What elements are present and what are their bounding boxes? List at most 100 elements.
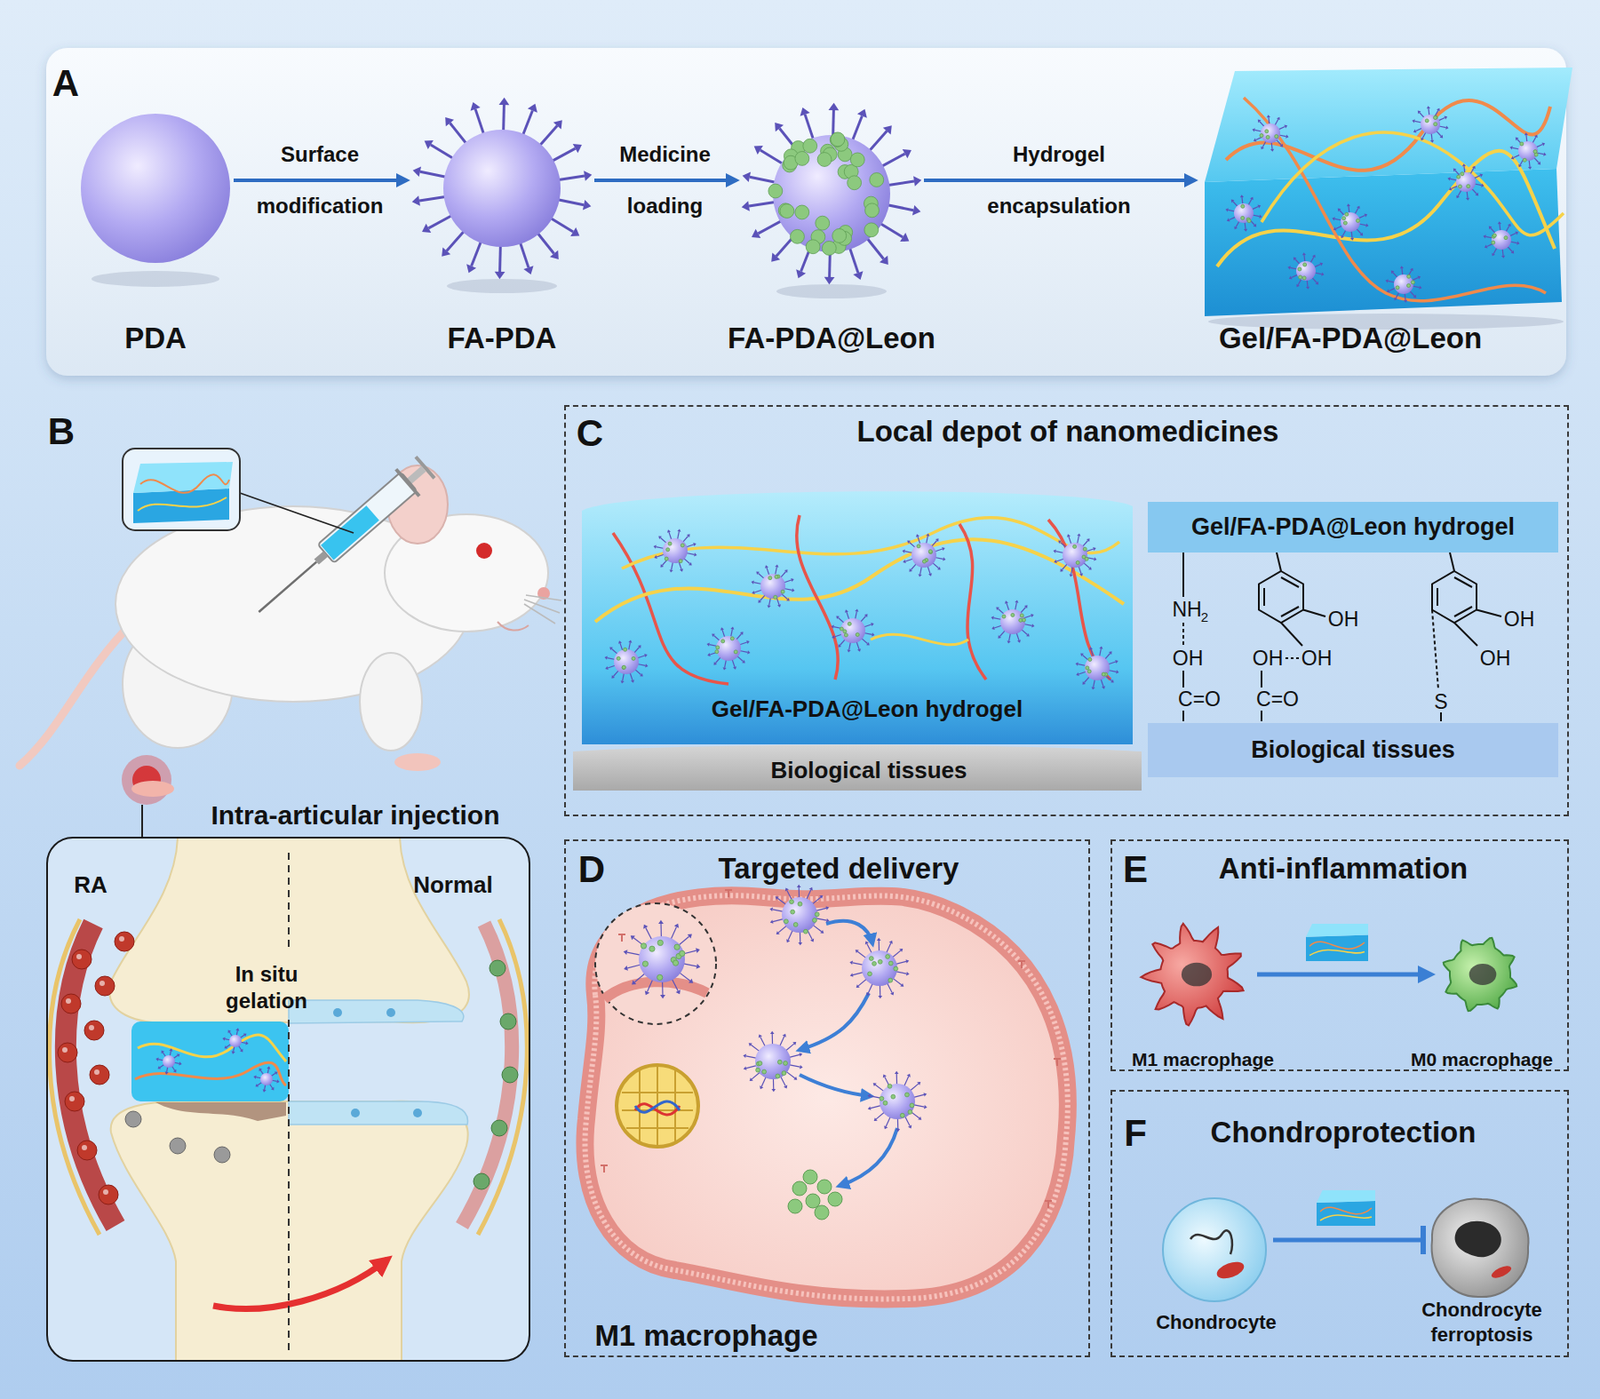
nanoparticle [1312, 277, 1317, 283]
nanoparticle [1004, 600, 1009, 605]
nanoparticle [1364, 214, 1369, 218]
nanoparticle [494, 271, 506, 280]
nanoparticle [1000, 609, 1026, 635]
nanoparticle [904, 551, 913, 554]
nanoparticle [664, 557, 669, 561]
nanoparticle [780, 572, 786, 579]
nanoparticle [720, 627, 725, 631]
nanoparticle [934, 557, 943, 560]
nanoparticle [1241, 215, 1245, 220]
macrophage-icon [1443, 938, 1517, 1011]
nanoparticle [1297, 278, 1302, 286]
nanoparticle [888, 961, 893, 966]
nanoparticle [269, 1083, 272, 1089]
nanoparticle [611, 675, 615, 679]
nanoparticle [1418, 286, 1422, 290]
nanoparticle [796, 269, 806, 279]
nanoparticle [1409, 290, 1415, 296]
panel-caption: Intra-articular injection [210, 800, 500, 832]
nanoparticle [883, 1100, 888, 1106]
nanoparticle [839, 627, 844, 631]
nanoparticle [1438, 118, 1445, 121]
nanoparticle [905, 558, 914, 562]
hydrogel-icon [1316, 1201, 1376, 1226]
nanoparticle [908, 568, 913, 573]
nanoparticle [902, 559, 907, 564]
panel-box: CLocal depot of nanomedicinesGel/FA-PDA@… [564, 405, 1569, 817]
nanoparticle [1303, 262, 1307, 267]
nanoparticle [226, 1043, 231, 1047]
nanoparticle [1482, 221, 1520, 259]
nanoparticle [1433, 115, 1438, 120]
macrophage-cell [839, 1128, 898, 1187]
nanoparticle [1413, 294, 1417, 299]
chemical-bonds [1281, 622, 1303, 646]
nanoparticle [631, 656, 636, 661]
nanoparticle [927, 565, 931, 574]
nanoparticle [1092, 547, 1097, 551]
nanoparticle [759, 594, 765, 601]
nanoparticle [786, 597, 790, 602]
hydrogel-icon [1309, 949, 1365, 956]
nanoparticle [527, 103, 538, 113]
cell-dots [98, 1185, 119, 1205]
cell-dots [119, 936, 125, 942]
cell-dots [77, 1140, 97, 1161]
chem-label: OH [1172, 646, 1204, 670]
nanoparticle [1251, 114, 1289, 152]
nanoparticle [1395, 286, 1400, 290]
nanoparticle [1488, 226, 1493, 231]
nanoparticle [777, 604, 781, 608]
nanoparticle [758, 1034, 763, 1038]
nanoparticle [1253, 223, 1258, 228]
nanoparticle [1100, 678, 1104, 687]
hydrogel-depot [612, 533, 729, 685]
nanoparticle [1532, 136, 1537, 144]
nanoparticle [1493, 247, 1497, 255]
rat [476, 542, 493, 559]
hydrogel-icon [1305, 935, 1369, 962]
cell-label: M1 macrophage [1131, 1049, 1274, 1071]
nanoparticle [739, 651, 748, 653]
nanoparticle [666, 548, 670, 552]
bar-label: Biological tissues [1250, 736, 1456, 765]
nanoparticle [1491, 240, 1496, 245]
nanoparticle [1411, 278, 1418, 281]
nanoparticle [623, 647, 628, 652]
nanoparticle [155, 1048, 182, 1075]
nanoparticle [573, 143, 582, 153]
nanoparticle [658, 535, 662, 540]
nanoparticle [854, 608, 859, 612]
nanoparticle [1403, 300, 1408, 303]
syringe [318, 471, 418, 563]
nanoparticle [874, 1117, 878, 1122]
nanoparticle [872, 961, 877, 966]
nanoparticle [796, 884, 802, 888]
nanoparticle [770, 1031, 775, 1035]
nanoparticle [925, 533, 930, 536]
inset-hydrogel [239, 493, 354, 534]
side-label: Normal [413, 872, 494, 900]
nanoparticle [883, 1125, 888, 1130]
nanoparticle [770, 919, 774, 924]
nanoparticle [1436, 130, 1441, 136]
nanoparticle [879, 1096, 884, 1101]
nanoparticle [905, 959, 909, 964]
joint-illustration [288, 1101, 469, 1125]
nanoparticle [774, 564, 779, 567]
nanoparticle [891, 1094, 896, 1099]
nanoparticle [657, 974, 663, 980]
nanoparticle [623, 949, 629, 956]
nanoparticle [849, 641, 852, 650]
nanoparticle [629, 672, 633, 681]
chemical-bonds [1258, 571, 1304, 623]
nanoparticle [754, 589, 763, 593]
cell-dots [94, 1069, 100, 1075]
nanoparticle [783, 580, 792, 583]
nanoparticle [1247, 219, 1251, 223]
nanoparticle [1078, 671, 1087, 675]
nanoparticle [1291, 274, 1298, 278]
nanoparticle [1400, 268, 1403, 276]
nanoparticle [233, 1046, 235, 1052]
inhibition-bar [1420, 1225, 1426, 1255]
